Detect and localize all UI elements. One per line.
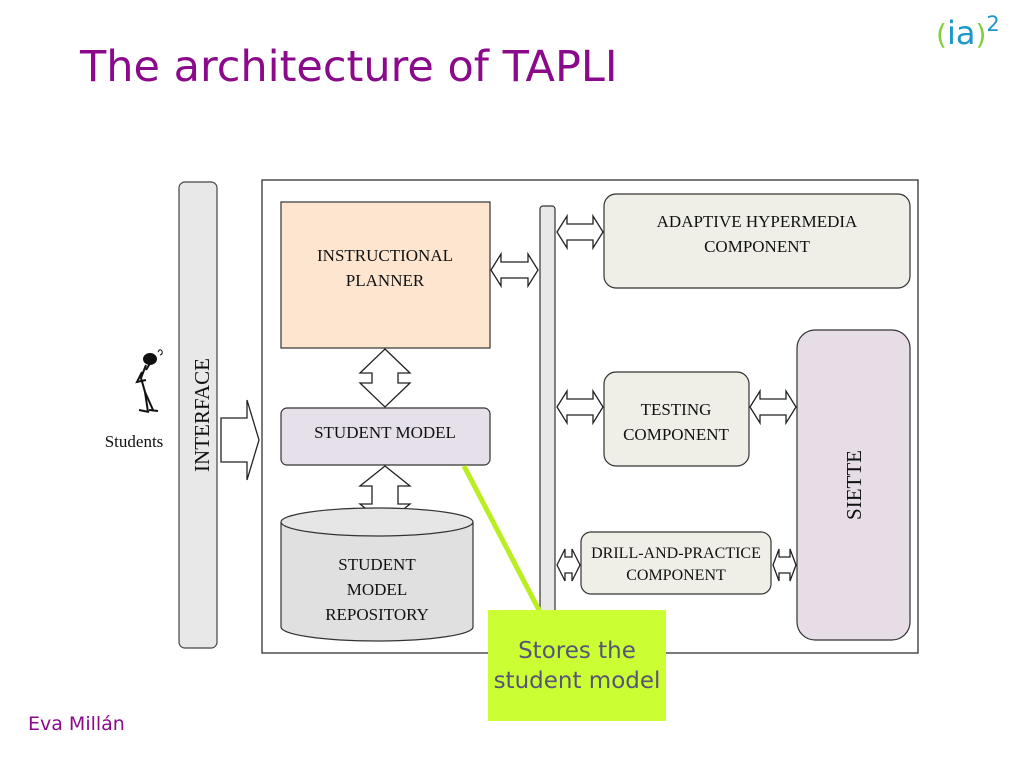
bus-hypermedia-arrow bbox=[556, 213, 604, 251]
stores-student-model-callout: Stores the student model bbox=[488, 610, 666, 721]
instructional-planner-line2: PLANNER bbox=[346, 271, 425, 290]
bus-testing-arrow bbox=[556, 388, 604, 426]
ia2-logo: (ia)2 bbox=[936, 12, 1000, 52]
page-title: The architecture of TAPLI bbox=[80, 42, 618, 92]
drill-line1: DRILL-AND-PRACTICE bbox=[591, 545, 761, 562]
logo-superscript: 2 bbox=[986, 12, 1000, 36]
repository-line3: REPOSITORY bbox=[325, 605, 429, 624]
adaptive-hypermedia-box bbox=[603, 193, 911, 289]
instructional-planner-box bbox=[280, 201, 491, 349]
component-bus bbox=[539, 205, 556, 627]
testing-line2: COMPONENT bbox=[623, 425, 729, 444]
siette-box bbox=[796, 329, 911, 641]
drill-siette-arrow bbox=[772, 548, 797, 582]
planner-studentmodel-arrow bbox=[358, 348, 412, 408]
drill-line2: COMPONENT bbox=[626, 567, 726, 584]
adaptive-hypermedia-line1: ADAPTIVE HYPERMEDIA bbox=[657, 212, 858, 231]
bus-drill-arrow bbox=[556, 548, 581, 582]
planner-bus-arrow bbox=[490, 251, 539, 289]
repository-line2: MODEL bbox=[347, 580, 407, 599]
student-model-box bbox=[280, 407, 491, 466]
author-footer: Eva Millán bbox=[28, 713, 125, 735]
repository-line1: STUDENT bbox=[338, 555, 416, 574]
interface-label: INTERFACE bbox=[190, 358, 214, 472]
student-figure-icon bbox=[135, 349, 163, 413]
testing-component-box bbox=[603, 371, 750, 467]
student-model-label: STUDENT MODEL bbox=[314, 423, 456, 442]
adaptive-hypermedia-line2: COMPONENT bbox=[704, 237, 810, 256]
students-label: Students bbox=[105, 432, 164, 451]
logo-paren-open: ( bbox=[936, 18, 947, 51]
testing-line1: TESTING bbox=[641, 400, 712, 419]
student-model-repository-cylinder bbox=[280, 507, 474, 642]
siette-label: SIETTE bbox=[842, 450, 866, 520]
logo-paren-close: ) bbox=[975, 18, 987, 51]
interface-bar bbox=[178, 181, 218, 649]
instructional-planner-line1: INSTRUCTIONAL bbox=[317, 246, 453, 265]
logo-text: ia bbox=[946, 14, 976, 52]
testing-siette-arrow bbox=[749, 388, 797, 426]
callout-connector bbox=[461, 464, 543, 614]
drill-component-box bbox=[580, 531, 772, 595]
students-to-interface-arrow bbox=[220, 399, 260, 481]
